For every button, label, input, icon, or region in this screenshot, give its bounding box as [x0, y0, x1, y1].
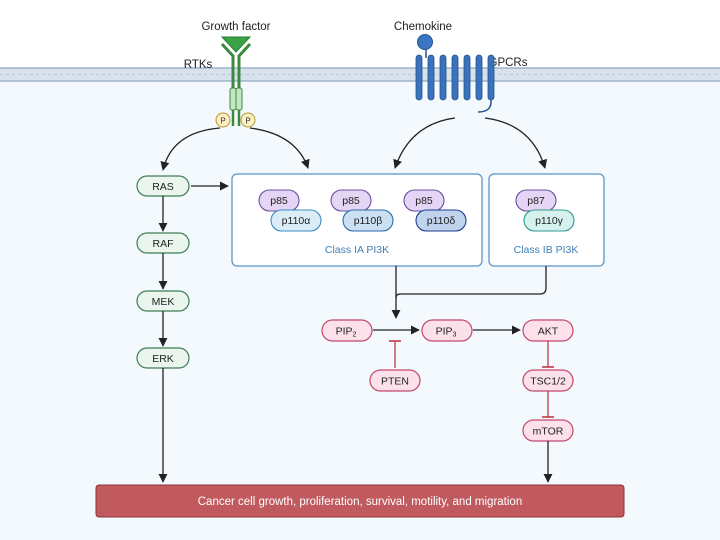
- pten-node: PTEN: [369, 369, 421, 392]
- phospho-right: P: [240, 112, 256, 128]
- svg-text:RAF: RAF: [153, 238, 174, 250]
- growth-factor-icon: [220, 36, 252, 53]
- phospho-left: P: [215, 112, 231, 128]
- class-ib-title: Class IB PI3K: [514, 244, 579, 256]
- svg-text:p85: p85: [342, 195, 360, 207]
- gpcr-receptor-icon: [415, 54, 495, 113]
- svg-text:mTOR: mTOR: [533, 426, 564, 438]
- svg-text:P: P: [220, 117, 225, 126]
- isoform-p110-gamma: p87 p110γ: [515, 189, 575, 232]
- pten-inhibition-line: [389, 340, 401, 368]
- mapk-node-ras: RAS: [136, 175, 190, 197]
- mapk-node-raf: RAF: [136, 232, 190, 254]
- isoform-p110-alpha: p85 p110α: [258, 189, 322, 232]
- svg-text:PIP3: PIP3: [436, 326, 457, 339]
- cell-membrane: [0, 67, 720, 82]
- akt-node: AKT: [522, 319, 574, 342]
- svg-text:PTEN: PTEN: [381, 376, 409, 388]
- svg-text:MEK: MEK: [152, 296, 175, 308]
- mapk-node-erk: ERK: [136, 347, 190, 369]
- svg-text:p85: p85: [270, 195, 288, 207]
- pip2-node: PIP2: [321, 319, 373, 342]
- tsc12-node: TSC1/2: [522, 369, 574, 392]
- tsc-inhibition-line: [542, 341, 554, 368]
- outcome-text: Cancer cell growth, proliferation, survi…: [198, 496, 522, 508]
- cytoplasm-area: [0, 80, 720, 540]
- chemokine-icon: [417, 34, 433, 58]
- svg-text:p110γ: p110γ: [535, 215, 564, 227]
- svg-text:AKT: AKT: [538, 326, 559, 338]
- isoform-p110-delta: p85 p110δ: [403, 189, 467, 232]
- mtor-node: mTOR: [522, 419, 574, 442]
- mapk-node-mek: MEK: [136, 290, 190, 312]
- outcome-banner: [95, 484, 625, 518]
- rtks-label: RTKs: [184, 59, 213, 71]
- growth-factor-label: Growth factor: [201, 21, 270, 33]
- mtor-inhibition-line: [542, 391, 554, 418]
- class-ia-title: Class IA PI3K: [325, 244, 389, 256]
- svg-text:p110δ: p110δ: [427, 215, 456, 227]
- isoform-p110-beta: p85 p110β: [330, 189, 394, 232]
- svg-text:p85: p85: [415, 195, 433, 207]
- svg-text:RAS: RAS: [152, 181, 174, 193]
- svg-text:p110β: p110β: [354, 215, 383, 227]
- pip3-node: PIP3: [421, 319, 473, 342]
- svg-text:p87: p87: [527, 195, 545, 207]
- chemokine-label: Chemokine: [394, 21, 452, 33]
- gpcrs-label: GPCRs: [489, 57, 528, 69]
- svg-text:p110α: p110α: [282, 215, 311, 227]
- svg-text:PIP2: PIP2: [336, 326, 357, 339]
- rtk-receptor-icon: [220, 42, 252, 126]
- svg-text:ERK: ERK: [152, 353, 174, 365]
- svg-text:TSC1/2: TSC1/2: [530, 376, 566, 388]
- svg-text:P: P: [245, 117, 250, 126]
